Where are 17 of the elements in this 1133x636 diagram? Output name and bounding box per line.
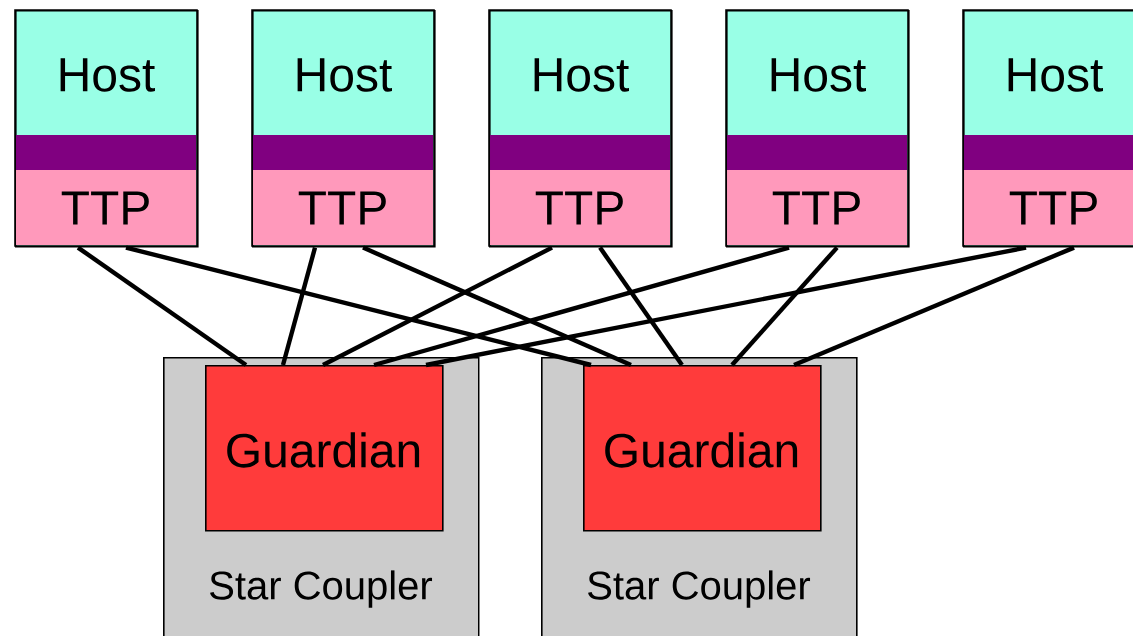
connector-line xyxy=(76,245,248,367)
guardian-box: Guardian xyxy=(583,365,822,532)
connector-line xyxy=(373,245,790,368)
guardian-box: Guardian xyxy=(205,365,444,532)
connector-line xyxy=(125,245,592,368)
host-box: Host TTP xyxy=(725,9,910,248)
connector-line xyxy=(362,245,632,368)
connector-line xyxy=(598,246,684,367)
host-box: Host TTP xyxy=(251,9,436,248)
connector-line xyxy=(322,245,553,367)
connector-line xyxy=(730,246,839,367)
host-box: Host TTP xyxy=(962,9,1133,248)
connector-line xyxy=(425,245,1027,368)
connector-line xyxy=(793,245,1075,368)
host-box: Host TTP xyxy=(14,9,199,248)
host-box: Host TTP xyxy=(488,9,673,248)
connector-line xyxy=(280,247,318,366)
